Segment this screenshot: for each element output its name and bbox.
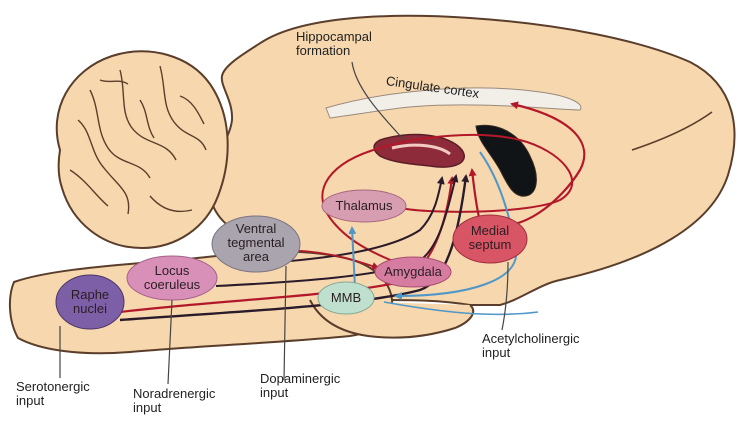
cerebellum-outline <box>57 51 228 248</box>
acetylcholinergic-input-label: Acetylcholinergic input <box>482 332 580 360</box>
medial-septum-label: Medial septum <box>469 224 512 252</box>
hippocampal-formation-label: Hippocampal formation <box>296 30 372 58</box>
amygdala-label: Amygdala <box>384 265 442 279</box>
thalamus-label: Thalamus <box>335 199 392 213</box>
locus-coeruleus-label: Locus coeruleus <box>144 264 200 292</box>
dopaminergic-input-label: Dopaminergic input <box>260 372 340 400</box>
raphe-nuclei-label: Raphe nuclei <box>71 288 109 316</box>
noradrenergic-input-label: Noradrenergic input <box>133 387 215 415</box>
serotonergic-input-label: Serotonergic input <box>16 380 90 408</box>
mmb-label: MMB <box>331 291 361 305</box>
vta-label: Ventral tegmental area <box>227 222 284 264</box>
